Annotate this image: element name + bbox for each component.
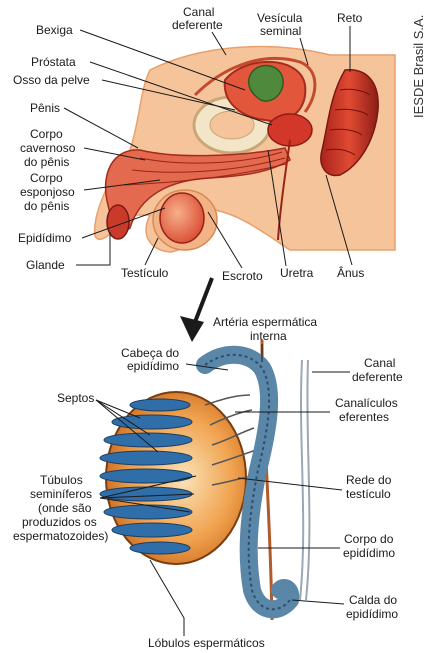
label-corpo-esponjoso-1: Corpo — [30, 171, 63, 185]
label-corpo-epi-2: epidídimo — [343, 546, 395, 560]
label-uretra: Uretra — [280, 266, 314, 280]
seminiferous-lobules — [100, 399, 192, 554]
label-vesicula-2: seminal — [260, 24, 301, 38]
label-reto: Reto — [337, 11, 363, 25]
label-bexiga: Bexiga — [36, 23, 73, 37]
label-rede-2: testículo — [346, 487, 391, 501]
label-calda-2: epidídimo — [346, 607, 398, 621]
label-osso-pelve: Osso da pelve — [13, 73, 90, 87]
label-tubulos-1: Túbulos — [40, 473, 83, 487]
label-canal-deferente-1: Canal — [183, 5, 214, 19]
label-prostata: Próstata — [31, 55, 76, 69]
label-tubulos-2: seminíferos — [30, 487, 92, 501]
label-tubulos-3: (onde são — [38, 501, 92, 515]
testis — [160, 193, 204, 243]
label-corpo-epi-1: Corpo do — [344, 532, 394, 546]
label-arteria-1: Artéria espermática — [213, 315, 317, 329]
male-reproductive-illustration — [95, 47, 395, 252]
label-testiculo: Testículo — [121, 266, 169, 280]
label-escroto: Escroto — [222, 269, 263, 283]
image-credit: IESDE Brasil S.A. — [411, 15, 426, 118]
label-corpo-cavernoso-1: Corpo — [30, 127, 63, 141]
vas-deferens-vessel-2 — [306, 360, 309, 600]
label-canal-deferente-2: deferente — [172, 18, 223, 32]
label-tubulos-5: espermatozoides) — [13, 529, 108, 543]
label-corpo-cavernoso-2: cavernoso — [20, 141, 76, 155]
label-epididimo: Epidídimo — [18, 231, 72, 245]
label-canaliculos-2: eferentes — [339, 410, 389, 424]
vas-deferens-vessel-1 — [300, 360, 303, 600]
label-tubulos-4: produzidos os — [22, 515, 97, 529]
label-lobulos: Lóbulos espermáticos — [148, 636, 265, 650]
label-arteria-2: interna — [250, 329, 287, 343]
label-septos: Septos — [57, 391, 94, 405]
label-corpo-cavernoso-3: do pênis — [24, 155, 69, 169]
label-corpo-esponjoso-3: do pênis — [24, 199, 69, 213]
label-canal-def-2: deferente — [352, 370, 403, 384]
label-canal-def-1: Canal — [364, 356, 395, 370]
label-vesicula-1: Vesícula — [257, 11, 303, 25]
pointing-arrow — [180, 278, 212, 342]
testis-cross-section — [100, 340, 309, 620]
label-corpo-esponjoso-2: esponjoso — [20, 185, 75, 199]
label-canaliculos-1: Canalículos — [335, 396, 398, 410]
label-rede-1: Rede do — [346, 473, 392, 487]
label-anus: Ânus — [337, 265, 364, 280]
label-cabeca-1: Cabeça do — [121, 346, 179, 360]
label-penis: Pênis — [30, 101, 60, 115]
label-glande: Glande — [26, 258, 65, 272]
label-cabeca-2: epidídimo — [127, 359, 179, 373]
label-calda-1: Calda do — [349, 593, 397, 607]
